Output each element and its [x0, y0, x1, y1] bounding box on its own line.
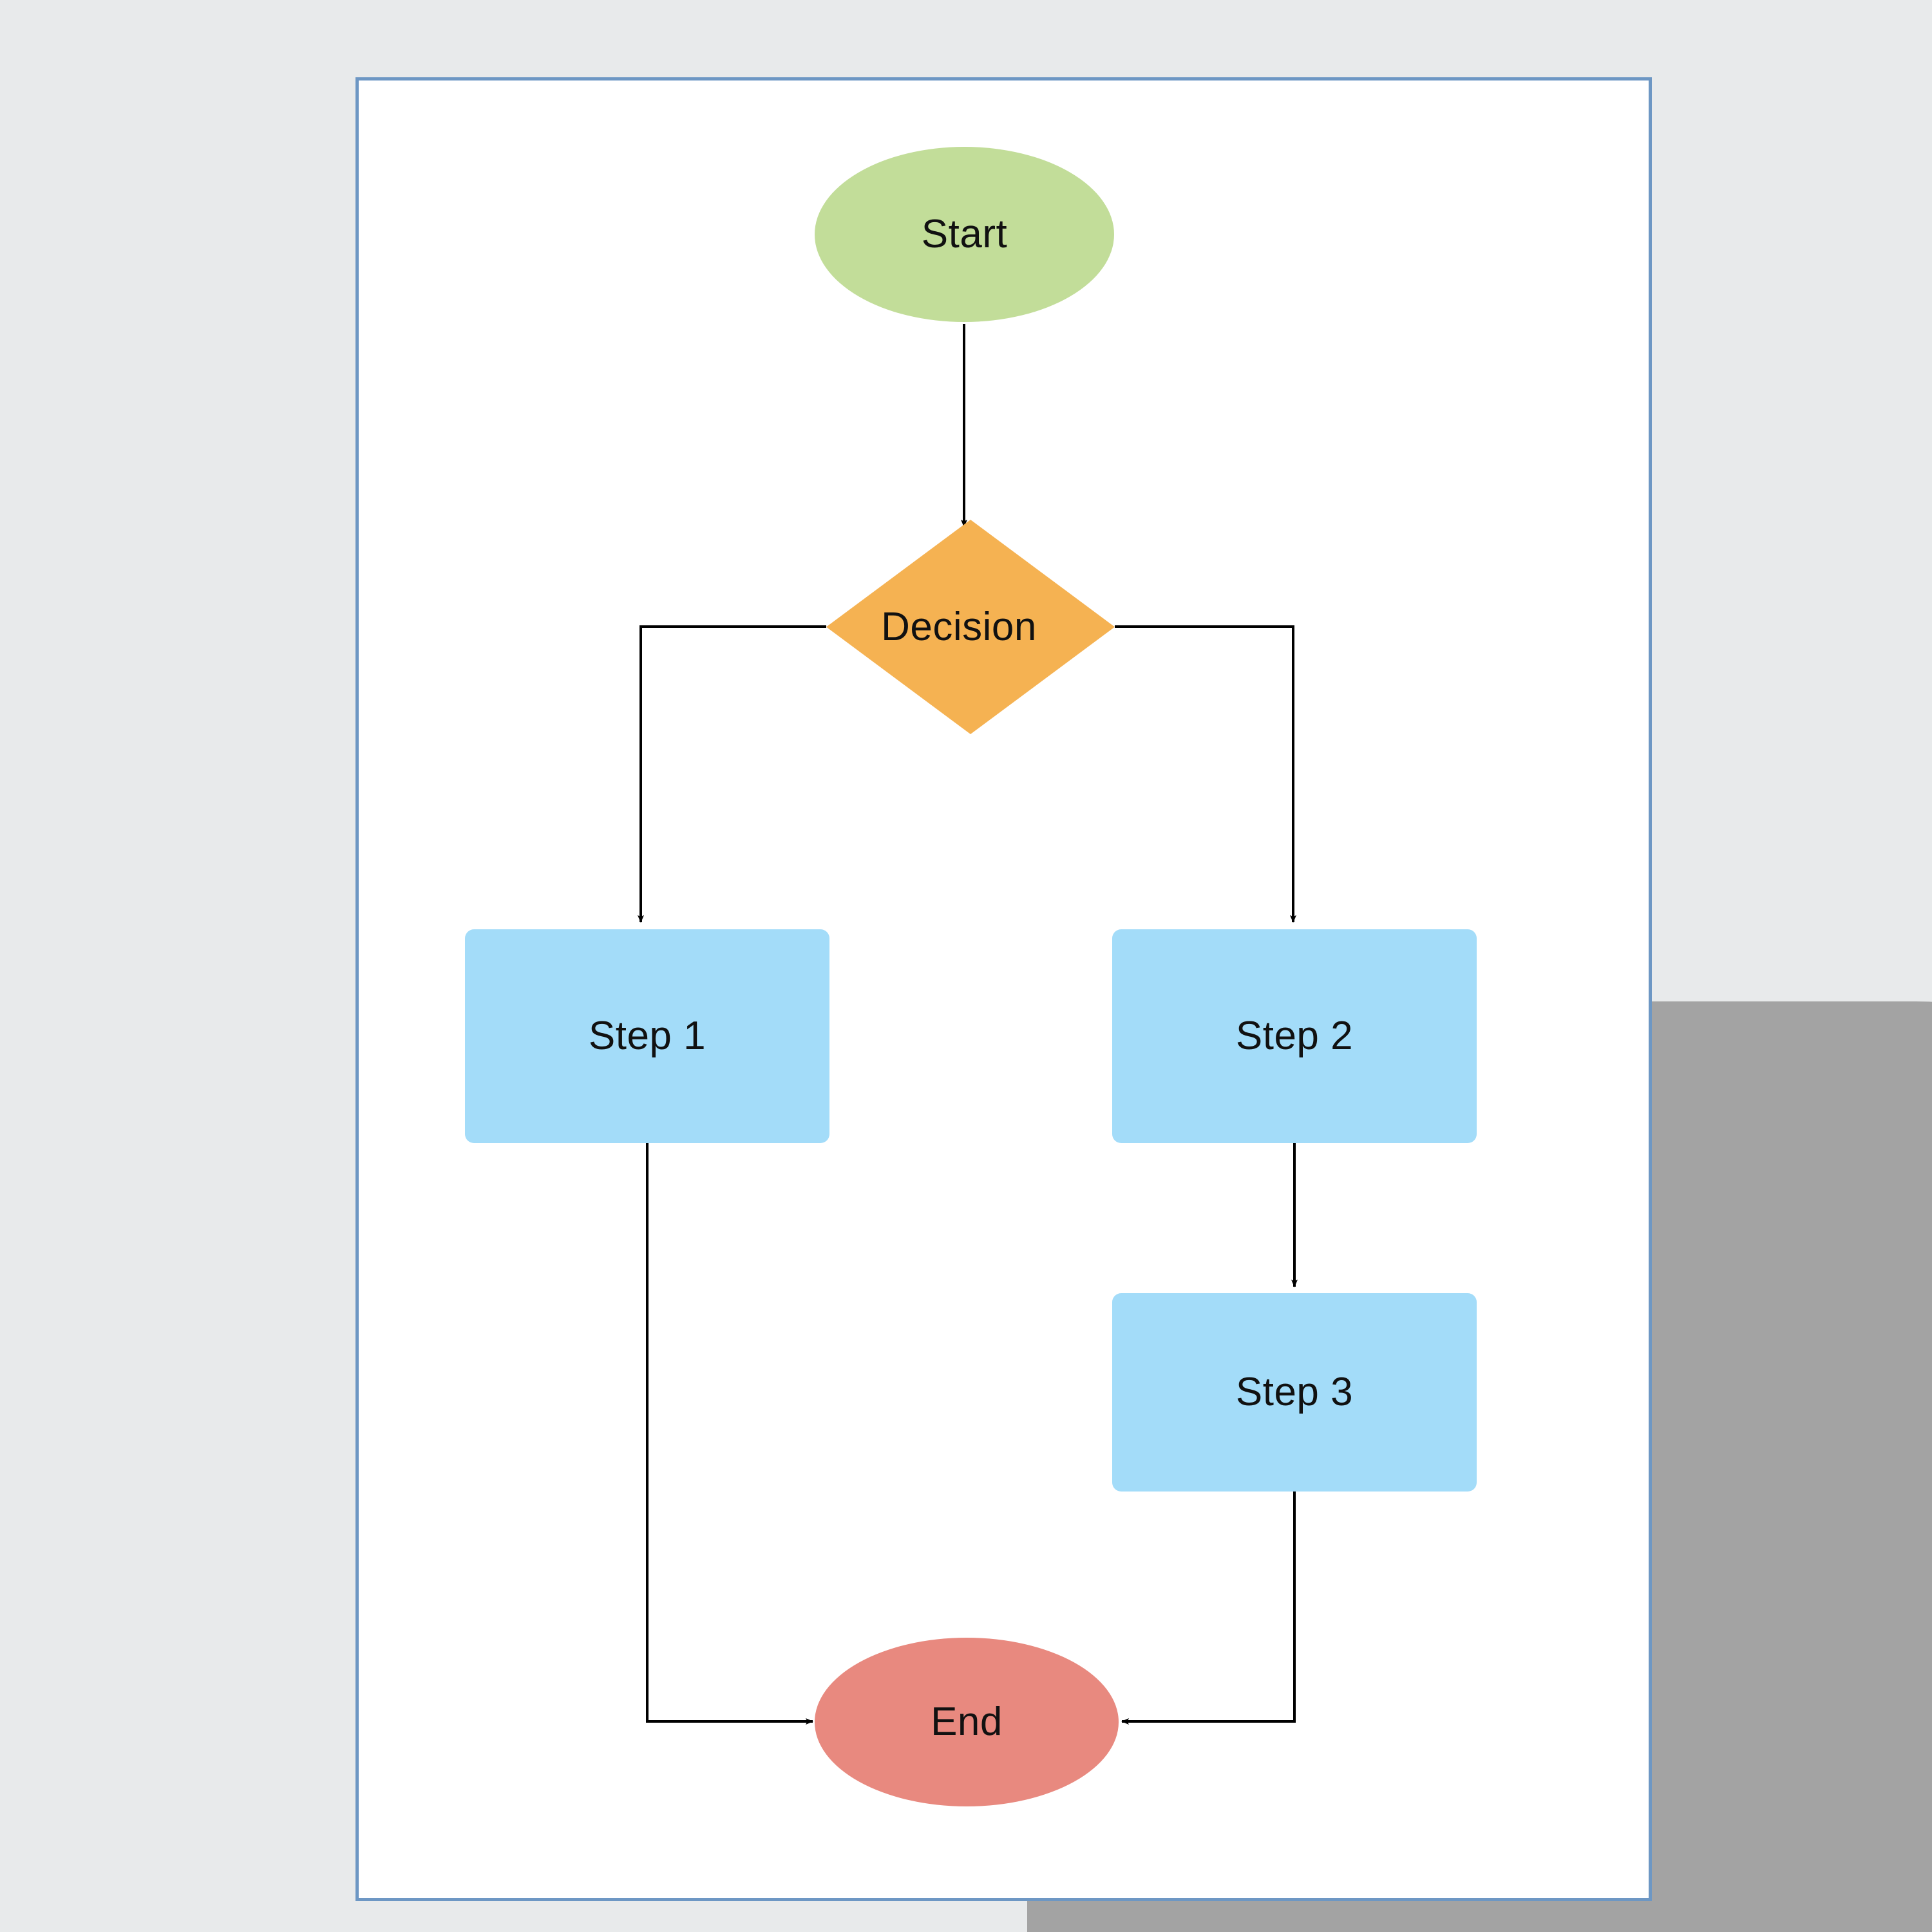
node-label-step2: Step 2: [1235, 1014, 1354, 1058]
flowchart-node-start[interactable]: Start: [815, 147, 1114, 322]
flowchart-node-step3[interactable]: Step 3: [1112, 1293, 1477, 1492]
node-label-start: Start: [921, 212, 1008, 256]
flowchart-node-step1[interactable]: Step 1: [465, 929, 829, 1143]
flowchart-node-step2[interactable]: Step 2: [1112, 929, 1477, 1143]
flowchart-node-decision[interactable]: Decision: [826, 520, 1115, 734]
node-label-step1: Step 1: [588, 1014, 706, 1058]
node-label-end: End: [931, 1700, 1003, 1744]
node-label-decision: Decision: [881, 604, 1037, 649]
node-label-step3: Step 3: [1235, 1370, 1354, 1414]
flowchart-node-end[interactable]: End: [815, 1638, 1119, 1806]
